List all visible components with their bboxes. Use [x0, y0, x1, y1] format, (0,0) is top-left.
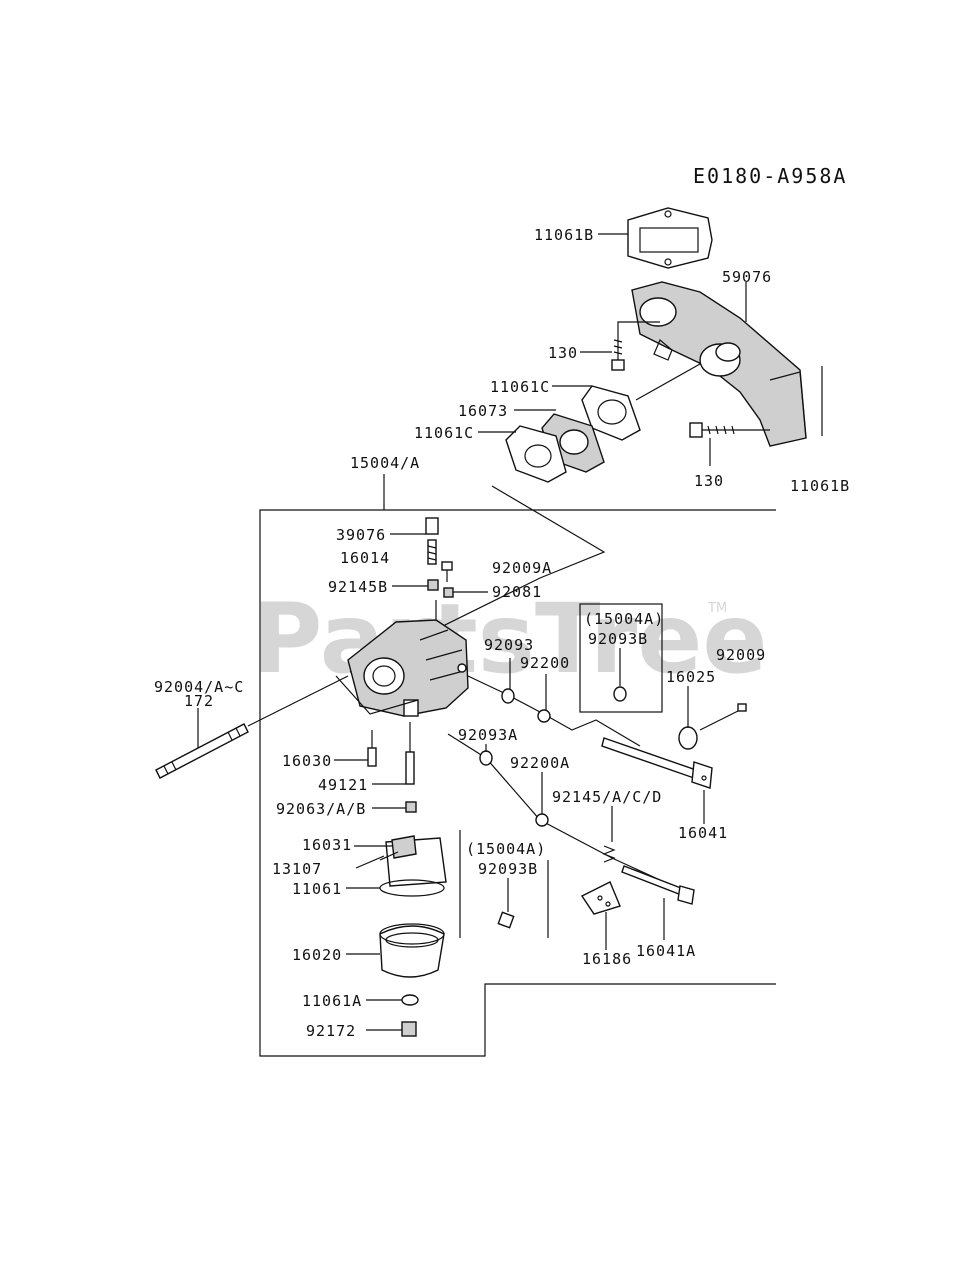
part-92063	[405, 801, 417, 813]
label-16041a: 16041A	[636, 942, 696, 960]
label-92200: 92200	[520, 654, 570, 672]
intake-manifold-59076	[631, 281, 807, 447]
label-92093: 92093	[484, 636, 534, 654]
bolt-130-top	[611, 336, 625, 371]
bolt-130-bottom	[689, 422, 770, 466]
label-92200a: 92200A	[510, 754, 570, 772]
part-92145b	[427, 579, 439, 591]
part-49121	[405, 751, 415, 785]
throttle-shaft-16041	[601, 737, 713, 789]
label-11061a: 11061A	[302, 992, 362, 1010]
box1-part: 92093B	[588, 630, 648, 648]
diagram-code: E0180-A958A	[693, 164, 847, 188]
label-92145b: 92145B	[328, 578, 388, 596]
label-92009: 92009	[716, 646, 766, 664]
label-49121: 49121	[318, 776, 368, 794]
box2-part: 92093B	[478, 860, 538, 878]
label-172: 172	[184, 692, 214, 710]
label-16031: 16031	[302, 836, 352, 854]
throttle-plate-16025	[678, 726, 698, 750]
label-92063: 92063/A/B	[276, 800, 366, 818]
choke-plate-16186	[580, 881, 621, 915]
part-92093	[501, 688, 515, 704]
label-11061: 11061	[292, 880, 342, 898]
label-11061b-right: 11061B	[790, 477, 850, 495]
label-16073: 16073	[458, 402, 508, 420]
label-11061c-upper: 11061C	[490, 378, 550, 396]
label-92009a: 92009A	[492, 559, 552, 577]
watermark-trademark: TM	[707, 601, 727, 616]
carburetor-body	[347, 619, 469, 717]
float-bowl-16020	[379, 923, 445, 978]
part-92081	[443, 587, 454, 598]
drain-screw-92172	[401, 1021, 417, 1037]
label-13107: 13107	[272, 860, 322, 878]
label-16041: 16041	[678, 824, 728, 842]
label-92081: 92081	[492, 583, 542, 601]
part-16030	[367, 747, 377, 767]
label-59076: 59076	[722, 268, 772, 286]
carburetor-assembly-outline	[259, 509, 776, 1057]
label-16030: 16030	[282, 752, 332, 770]
spacer-16073	[541, 413, 605, 473]
part-92093b-lower	[497, 911, 515, 929]
part-39076	[425, 517, 439, 535]
part-92093a	[479, 750, 493, 766]
label-92093a: 92093A	[458, 726, 518, 744]
label-16020: 16020	[292, 946, 342, 964]
float-16031	[385, 835, 447, 887]
screw-92009a	[441, 561, 453, 582]
screw-92009	[737, 703, 747, 712]
choke-shaft-16041a	[621, 865, 695, 905]
part-92200	[537, 709, 551, 723]
kit-box-15004a-upper	[579, 603, 663, 713]
label-11061c-lower: 11061C	[414, 424, 474, 442]
label-16014: 16014	[340, 549, 390, 567]
label-39076: 39076	[336, 526, 386, 544]
label-15004a-main: 15004/A	[350, 454, 420, 472]
stud-92004	[155, 723, 249, 779]
label-130-bottom: 130	[694, 472, 724, 490]
part-92200a	[535, 813, 549, 827]
label-92172: 92172	[306, 1022, 356, 1040]
part-16014	[427, 539, 437, 565]
spring-92145acd	[602, 845, 616, 863]
part-92093b-upper	[613, 686, 627, 702]
gasket-11061c-lower	[505, 425, 567, 483]
label-92145acd: 92145/A/C/D	[552, 788, 662, 806]
box2-title: (15004A)	[466, 840, 546, 858]
label-130-top: 130	[548, 344, 578, 362]
label-11061b-top: 11061B	[534, 226, 594, 244]
gasket-11061c-upper	[581, 385, 641, 441]
washer-11061a	[401, 994, 419, 1006]
box1-title: (15004A)	[584, 610, 664, 628]
gasket-11061b-top	[627, 207, 713, 269]
label-16025: 16025	[666, 668, 716, 686]
label-16186: 16186	[582, 950, 632, 968]
label-92004: 92004/A~C	[154, 678, 244, 696]
